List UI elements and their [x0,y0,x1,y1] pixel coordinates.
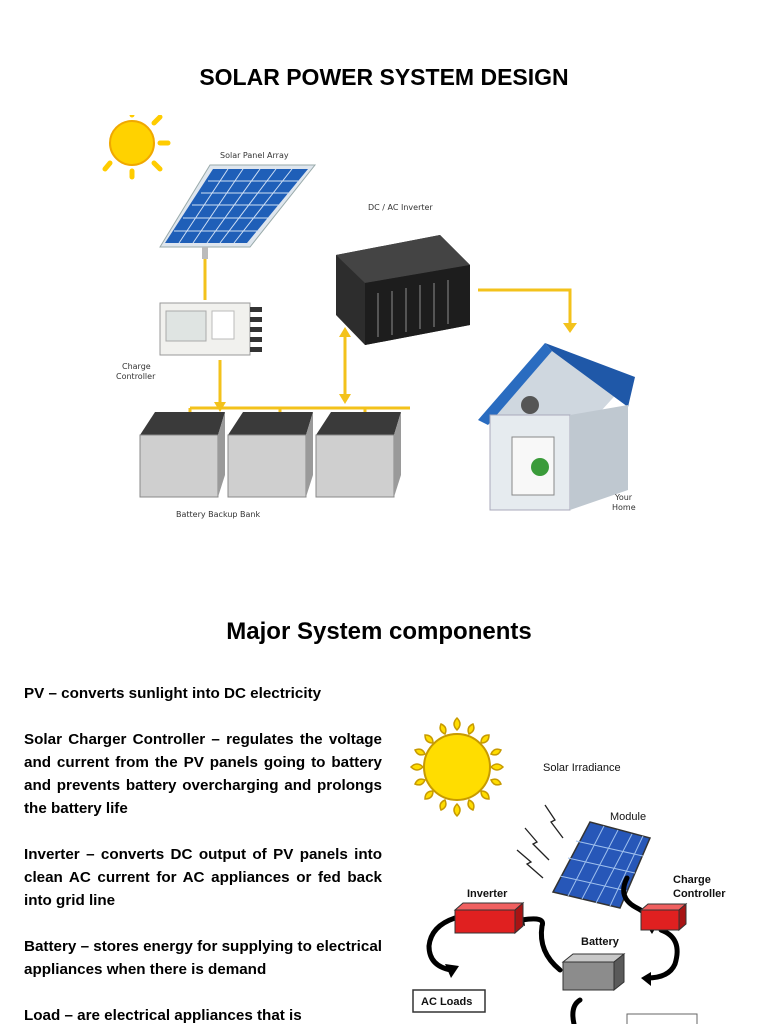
solar-irradiance-label: Solar Irradiance [543,762,621,774]
pv-module [551,821,652,909]
component-charge-controller: Solar Charger Controller – regulates the… [24,731,382,817]
home-icon [478,343,635,511]
sun-icon [409,716,505,818]
dc-ac-inverter [336,235,470,345]
battery-bank [139,412,401,498]
partial-box [626,1013,698,1024]
battery-label: Battery [581,936,620,948]
wires [188,259,572,420]
ac-loads-box [412,989,486,1013]
home-label-1: Your [614,493,633,502]
charge-controller-label-1: Charge [122,362,151,371]
charge-controller-box [639,902,688,932]
module-label: Module [610,811,646,823]
inverter-label: DC / AC Inverter [368,203,433,212]
charge-controller-label-2: Controller [673,888,726,900]
home-label-2: Home [612,503,636,512]
inverter-label: Inverter [467,888,508,900]
charge-controller-label-2: Controller [116,372,156,381]
ac-loads-label: AC Loads [421,996,472,1008]
system-block-diagram: Solar Irradiance Module [409,716,726,1024]
solar-panel-array-label: Solar Panel Array [220,151,289,160]
page-title: SOLAR POWER SYSTEM DESIGN [199,64,569,90]
component-inverter: Inverter – converts DC output of PV pane… [24,846,382,909]
inverter-box [453,901,525,935]
battery-bank-label: Battery Backup Bank [176,510,260,519]
component-pv: PV – converts sunlight into DC electrici… [24,685,322,702]
irradiance-rays [516,804,564,879]
charge-controller-label-1: Charge [673,874,711,886]
battery-box [561,952,626,992]
component-battery: Battery – stores energy for supplying to… [24,938,382,978]
solar-system-diagram: Solar Panel Array Charge Controller [102,115,636,519]
component-load: Load – are electrical appliances that is [24,1007,302,1024]
charge-controller [159,302,262,356]
section-title: Major System components [226,618,532,645]
solar-panel-array [159,164,317,259]
sun-icon [102,115,171,180]
